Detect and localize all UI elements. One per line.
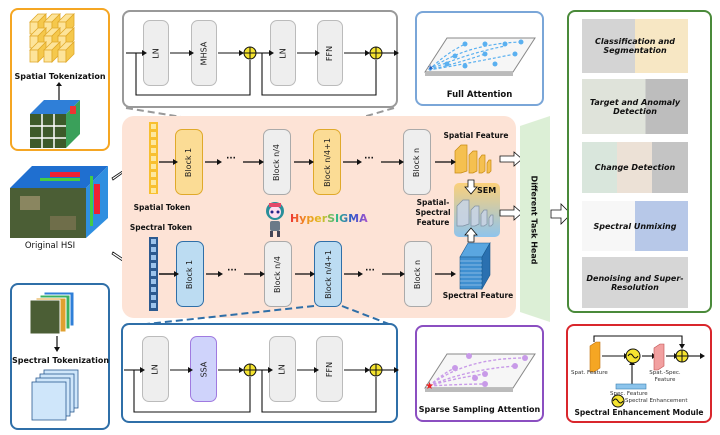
spatial-feature-pyramid-icon [454,144,492,174]
spatial-token-column [149,122,158,194]
spatial-token-cubes-icon [29,13,75,63]
spec-feature-icon [615,383,647,390]
spectral-enhancement-legend-label: Spectral Enhancement [625,398,688,404]
sem-module-panel [566,324,712,423]
spatial-block-n4: Block n/4 [263,129,291,195]
spectral-token-stack-icon [31,369,79,421]
spat-feature-label: Spat. Feature [571,370,608,376]
spec-feature-label: Spec. Feature [610,391,648,397]
spectral-ellipsis: ··· [365,266,375,276]
arrow-up-outline-icon [464,227,478,243]
spat-feature-icon [589,341,601,373]
spatial-block-connections [126,46,399,96]
spectral-enhancement-legend-icon [611,394,625,408]
mascot-icon [266,202,284,237]
arrow-down-icon [54,336,60,352]
full-attention-label: Full Attention [446,90,513,100]
spectral-feature-stack-icon [459,241,491,291]
ffn-block: FFN [316,336,343,402]
original-hsi-label: Original HSI [24,241,76,251]
ssa-block: SSA [190,336,217,402]
sem-to-head-arrow [499,205,523,221]
spat-spec-feature-icon [653,343,665,371]
add-node-icon [369,363,383,377]
spatial-tokenization-label: Spatial Tokenization [14,72,106,81]
sem-module-title: Spectral Enhancement Module [574,408,704,417]
add-node-icon [243,46,257,60]
sparse-attention-grid-icon: ★ [424,353,536,392]
task-classification-segmentation: Classification and Segmentation [582,19,688,73]
ln-block: LN [269,336,296,402]
head-to-tasks-arrow [550,203,572,225]
task-target-anomaly-detection: Target and Anomaly Detection [582,79,688,134]
hypersigma-logo: HyperSIGMA [290,212,368,225]
sem-module-diagram [589,335,705,408]
task-head-label: Different Task Head [529,175,539,265]
sem-label: SEM [477,186,497,195]
spectral-ellipsis: ··· [227,266,237,276]
ffn-block: FFN [317,20,343,86]
ln-block: LN [270,20,296,86]
spectral-token-label: Spectral Token [129,223,193,232]
spectral-block-n4: Block n/4 [264,241,292,307]
add-node-icon [675,349,689,363]
task-head-trapezoid [520,116,550,322]
spectral-stream-arrows [159,271,405,277]
hsi-band-stack-icon [29,291,75,335]
original-hsi-cube-icon [10,166,108,238]
hsi-patch-cube-icon [30,100,80,148]
task-change-detection: Change Detection [582,142,688,193]
zoom-guide-bottom [127,305,395,327]
spatial-to-head-arrow [499,151,523,167]
svg-text:✶: ✶ [427,64,435,74]
add-node-icon [243,363,257,377]
blockn-to-feature-arrows [435,159,456,277]
spatial-feature-label: Spatial Feature [443,131,509,140]
spectral-token-column [149,237,158,311]
svg-text:★: ★ [425,381,434,392]
spectral-enhancement-icon [625,348,641,364]
task-denoising-super-resolution: Denoising and Super-Resolution [582,257,688,308]
add-node-icon [369,46,383,60]
spatial-block-n4plus1: Block n/4+1 [313,129,341,195]
arrow-down-outline-icon [464,179,478,195]
spatial-spectral-pyramid-icon [456,199,494,227]
spectral-feature-label: Spectral Feature [442,291,514,300]
spatial-spectral-feature-label: Spatial-Spectral Feature [415,198,451,227]
spat-spec-feature-label: Spat.-Spec. Feature [649,370,681,383]
sparse-attention-label: Sparse Sampling Attention [418,405,541,414]
arrow-up-icon [56,82,62,100]
full-attention-grid-icon: ✶ [424,37,536,76]
spatial-token-label: Spatial Token [133,203,191,212]
task-spectral-unmixing: Spectral Unmixing [582,201,688,251]
spectral-block-connections [124,363,399,413]
spatial-ellipsis: ··· [226,154,236,164]
spatial-ellipsis: ··· [364,154,374,164]
spectral-tokenization-label: Spectral Tokenization [12,356,110,365]
